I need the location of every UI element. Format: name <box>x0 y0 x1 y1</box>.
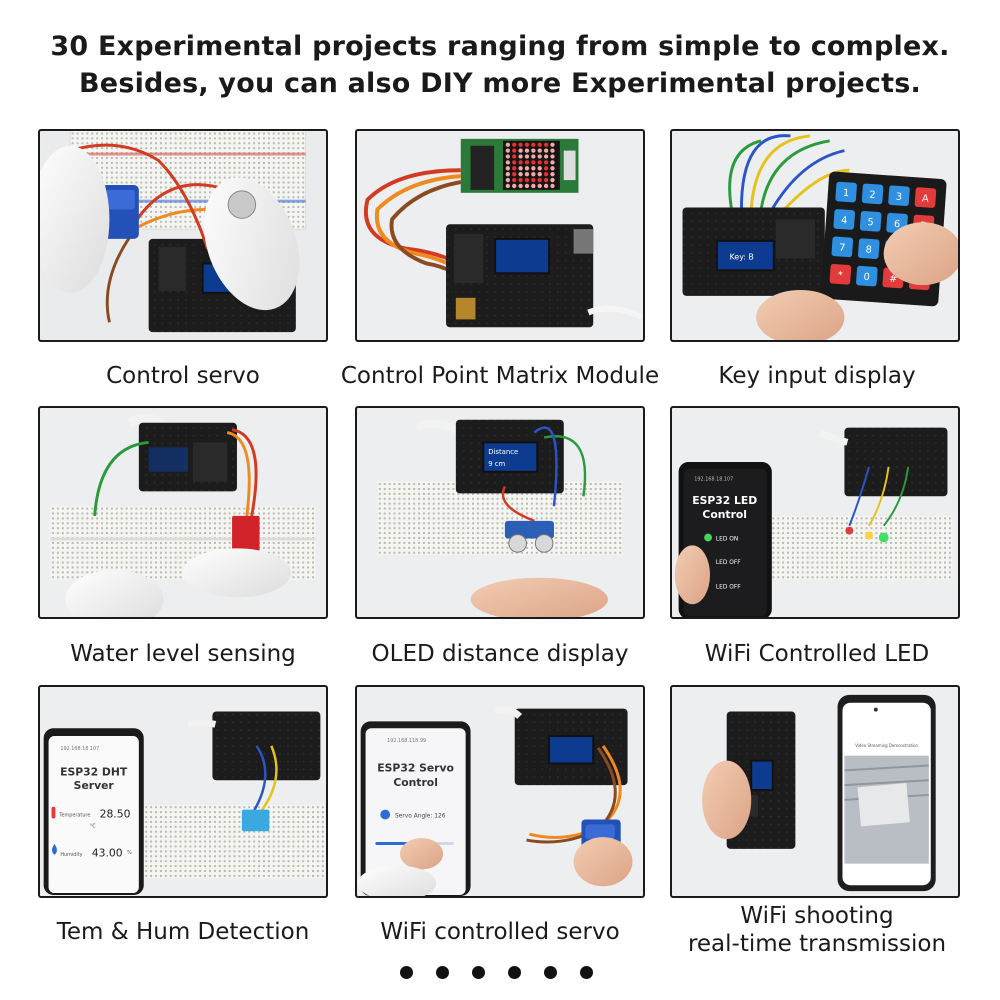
caption-wifi-led: WiFi Controlled LED <box>704 641 930 667</box>
led-app-title-2: Control <box>702 508 747 521</box>
keypad-key <box>833 209 855 230</box>
led-off-button-1[interactable]: LED OFF <box>716 560 741 566</box>
thermometer-icon <box>51 806 56 819</box>
dht-temp-unit: °C <box>90 823 96 829</box>
project-card-point-matrix <box>355 129 645 342</box>
dht-title-1: ESP32 DHT <box>60 765 128 778</box>
stream-title-text: Video Streaming Demonstration <box>855 743 918 748</box>
key-oled-text: Key: B <box>730 253 754 262</box>
water-level-photo <box>40 408 326 617</box>
wifi-led-photo: 192.168.18.107 ESP32 LED Control LED ON … <box>672 408 958 617</box>
oled-distance-photo: Distance 9 cm <box>357 408 643 617</box>
servo-url-text: 192.168.118.99 <box>387 738 426 744</box>
keypad-key-label: 3 <box>895 191 902 202</box>
point-matrix-photo <box>357 131 643 340</box>
led-matrix <box>505 142 555 189</box>
dht-temp-label: Temperature <box>58 813 90 819</box>
project-card-oled-distance: Distance 9 cm <box>355 406 645 619</box>
headline-line-1: 30 Experimental projects ranging from si… <box>50 31 950 62</box>
keypad-key <box>829 263 852 285</box>
dht-temp-value: 28.50 <box>100 808 131 821</box>
project-card-wifi-led: 192.168.18.107 ESP32 LED Control LED ON … <box>670 406 960 619</box>
pagination-dot[interactable] <box>508 966 521 979</box>
wifi-servo-photo: 192.168.118.99 ESP32 Servo Control Servo… <box>357 687 643 896</box>
keypad-key <box>859 210 882 232</box>
humidity-drop-icon <box>52 843 57 855</box>
project-card-water-level <box>38 406 328 619</box>
keypad-key-label: A <box>922 193 930 204</box>
compass-icon <box>380 809 391 820</box>
keypad-key-label: 0 <box>863 272 870 283</box>
tem-hum-photo: 192.168.18.107 ESP32 DHT Server Temperat… <box>40 687 326 896</box>
pagination-dot[interactable] <box>580 966 593 979</box>
led-off-button-2[interactable]: LED OFF <box>716 585 741 591</box>
pagination-dot[interactable] <box>400 966 413 979</box>
project-card-wifi-servo: 192.168.118.99 ESP32 Servo Control Servo… <box>355 685 645 898</box>
servo-title-1: ESP32 Servo <box>377 761 454 774</box>
key-input-photo: Key: B 123A456B789C*0#D <box>672 131 958 340</box>
keypad-key-label: 7 <box>839 243 846 254</box>
keypad-key-label: 4 <box>841 215 848 226</box>
page-headline: 30 Experimental projects ranging from si… <box>0 28 1000 102</box>
keypad-key <box>888 185 910 207</box>
keypad-key-label: 6 <box>893 219 900 230</box>
caption-key-input: Key input display <box>718 363 916 389</box>
caption-point-matrix: Control Point Matrix Module <box>340 363 660 389</box>
servo-angle-text: Servo Angle: 126 <box>395 814 446 820</box>
led-app-title-1: ESP32 LED <box>692 494 757 507</box>
caption-tem-hum: Tem & Hum Detection <box>56 919 310 945</box>
keypad-key <box>861 183 884 205</box>
caption-wifi-camera-line-2: real-time transmission <box>687 931 947 957</box>
pagination-dot[interactable] <box>436 966 449 979</box>
dht-hum-value: 43.00 <box>92 847 123 860</box>
headline-line-2: Besides, you can also DIY more Experimen… <box>79 68 921 99</box>
caption-oled-distance: OLED distance display <box>371 641 629 667</box>
project-card-tem-hum: 192.168.18.107 ESP32 DHT Server Temperat… <box>38 685 328 898</box>
pagination-dots <box>400 966 600 980</box>
wifi-camera-photo: Video Streaming Demonstration <box>672 687 958 896</box>
caption-water-level: Water level sensing <box>70 641 296 667</box>
led-url-text: 192.168.18.107 <box>694 477 733 483</box>
pagination-dot[interactable] <box>544 966 557 979</box>
caption-control-servo: Control servo <box>106 363 260 389</box>
project-card-control-servo <box>38 129 328 342</box>
keypad-key-label: # <box>889 274 898 286</box>
dht-url-text: 192.168.18.107 <box>60 746 99 752</box>
keypad-key-label: 2 <box>869 190 876 201</box>
caption-wifi-camera: WiFi shooting real-time transmission <box>652 902 982 958</box>
led-on-icon <box>704 533 712 542</box>
keypad-key <box>831 236 854 258</box>
dht-title-2: Server <box>74 779 115 792</box>
keypad-key-label: 5 <box>867 217 874 228</box>
distance-oled-value: 9 cm <box>488 460 505 468</box>
dht-hum-unit: % <box>127 850 132 856</box>
keypad-key <box>914 187 937 208</box>
dht-hum-label: Humidity <box>60 852 82 858</box>
keypad-key <box>857 238 880 260</box>
keypad-key-label: * <box>837 270 843 281</box>
servo-title-2: Control <box>393 776 438 789</box>
control-servo-photo <box>40 131 326 340</box>
caption-wifi-camera-line-1: WiFi shooting <box>740 903 894 929</box>
keypad-key-label: 8 <box>865 244 872 255</box>
project-card-wifi-camera: Video Streaming Demonstration <box>670 685 960 898</box>
keypad-key <box>856 265 878 287</box>
keypad-key-label: 1 <box>843 188 850 199</box>
distance-oled-label: Distance <box>488 448 518 456</box>
keypad-key <box>835 181 857 203</box>
caption-wifi-servo: WiFi controlled servo <box>380 919 620 945</box>
pagination-dot[interactable] <box>472 966 485 979</box>
project-card-key-input: Key: B 123A456B789C*0#D <box>670 129 960 342</box>
led-on-button[interactable]: LED ON <box>716 536 738 542</box>
